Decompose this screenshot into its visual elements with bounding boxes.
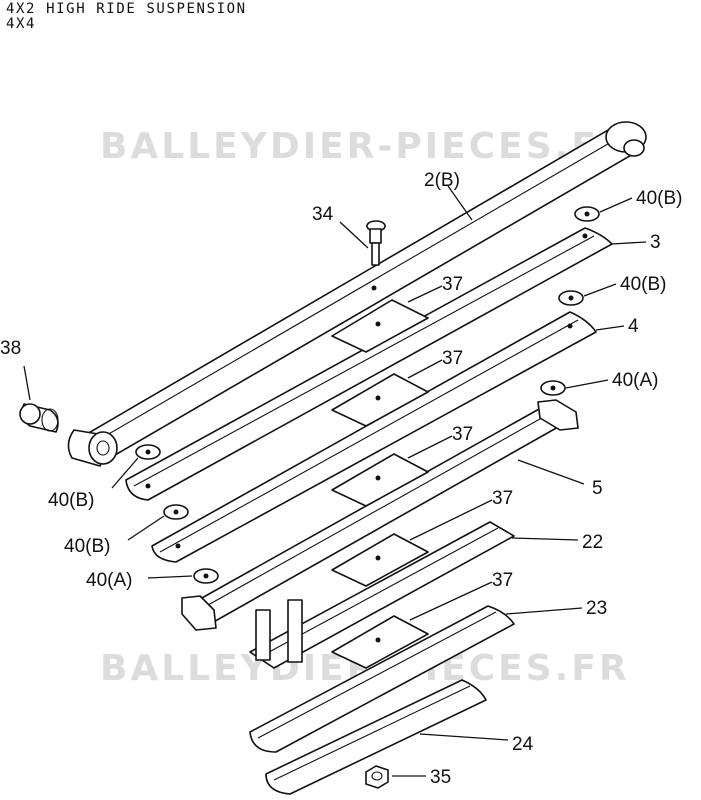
- pad-37-2[interactable]: [331, 373, 429, 427]
- nut-35[interactable]: [365, 765, 389, 789]
- callout-40b-1: 40(B): [636, 188, 682, 209]
- diagram-title: 4X2 HIGH RIDE SUSPENSION: [6, 1, 247, 17]
- callout-3: 3: [650, 232, 661, 253]
- leaf-22[interactable]: [249, 521, 515, 677]
- washer-40b-2[interactable]: [558, 290, 584, 306]
- callout-35: 35: [430, 767, 451, 788]
- bushing-38[interactable]: [19, 403, 59, 433]
- callout-4: 4: [628, 316, 639, 337]
- washer-40b-1[interactable]: [574, 206, 600, 222]
- callout-38: 38: [0, 338, 21, 359]
- callout-40a-2: 40(A): [86, 570, 132, 591]
- callout-34: 34: [312, 204, 334, 225]
- callout-37-4: 37: [492, 488, 513, 509]
- pad-37-3[interactable]: [331, 453, 429, 507]
- leaf-5[interactable]: [181, 399, 579, 631]
- callout-40b-2: 40(B): [620, 274, 666, 295]
- callout-37-3: 37: [452, 424, 473, 445]
- callout-40a-1: 40(A): [612, 370, 658, 391]
- callout-37-1: 37: [442, 274, 463, 295]
- leaf-4[interactable]: [151, 311, 597, 563]
- callout-24: 24: [512, 734, 534, 755]
- washer-40b-4[interactable]: [163, 504, 189, 520]
- center-bolt-34[interactable]: [366, 220, 386, 266]
- pad-37-1[interactable]: [331, 299, 429, 353]
- callout-37-5: 37: [492, 570, 513, 591]
- callout-37-2: 37: [442, 348, 463, 369]
- callout-5: 5: [592, 478, 603, 499]
- pad-37-4[interactable]: [331, 533, 429, 587]
- callout-40b-3: 40(B): [48, 490, 94, 511]
- washer-40b-3[interactable]: [135, 444, 161, 460]
- leaf-24[interactable]: [265, 679, 487, 795]
- callout-23: 23: [586, 598, 607, 619]
- main-leaf-2b[interactable]: [67, 121, 647, 467]
- watermark-top: BALLEYDIER-PIECES.FR: [100, 126, 630, 167]
- leader-lines: [23, 185, 647, 777]
- callout-40b-4: 40(B): [64, 536, 110, 557]
- callout-22: 22: [582, 532, 603, 553]
- callout-2b: 2(B): [424, 170, 460, 191]
- pad-37-5[interactable]: [331, 615, 429, 669]
- diagram-subtitle: 4X4: [6, 16, 37, 32]
- washer-40a-2[interactable]: [193, 568, 219, 584]
- washer-40a-1[interactable]: [540, 380, 566, 396]
